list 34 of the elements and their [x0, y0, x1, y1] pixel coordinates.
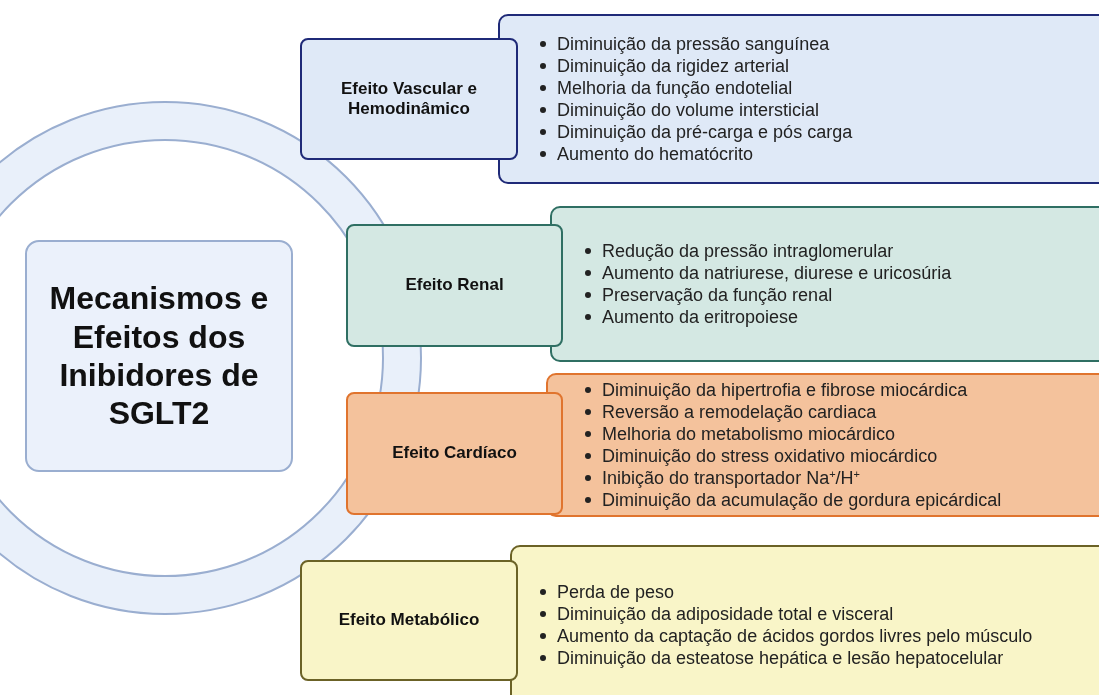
category-box [300, 38, 518, 160]
bullet-item: Diminuição da acumulação de gordura epicárdical [582, 489, 1099, 511]
title-text: Mecanismos e Efeitos dos Inibidores de SGLT2 [48, 279, 270, 433]
bullet-item: Diminuição da hipertrofia e fibrose miocárdica [582, 379, 1099, 401]
bullet-item: Diminuição da pré-carga e pós carga [537, 121, 1098, 143]
category-label: Efeito Metabólico [337, 610, 481, 631]
bullet-item: Diminuição do volume intersticial [537, 99, 1098, 121]
bullet-item: Aumento da natriurese, diurese e uricosúria [582, 262, 1099, 284]
bullet-item: Diminuição da esteatose hepática e lesão hepatocelular [537, 647, 1099, 669]
bullet-item: Aumento da captação de ácidos gordos livres pelo músculo [537, 625, 1099, 647]
category-label: Efeito Vascular e Hemodinâmico [339, 78, 479, 120]
bullet-item: Perda de peso [537, 581, 1099, 603]
list-panel [498, 14, 1099, 184]
category-box [346, 392, 563, 515]
list-panel [546, 373, 1099, 517]
bullet-item: Reversão a remodelação cardiaca [582, 401, 1099, 423]
bullet-item: Aumento da eritropoiese [582, 306, 1099, 328]
bullet-item: Diminuição da adiposidade total e visceral [537, 603, 1099, 625]
category-label: Efeito Cardíaco [391, 443, 518, 464]
bullet-item: Diminuição da pressão sanguínea [537, 33, 1098, 55]
bullet-item: Melhoria da função endotelial [537, 77, 1098, 99]
bullet-item: Preservação da função renal [582, 284, 1099, 306]
bullet-item: Inibição do transportador Na$^{+}$/H$^{+}$ [582, 467, 1099, 489]
category-box [346, 224, 563, 347]
category-box [300, 560, 518, 681]
bullet-item: Melhoria do metabolismo miocárdico [582, 423, 1099, 445]
bullet-item: Aumento do hematócrito [537, 143, 1098, 165]
title-box [25, 240, 293, 472]
bullet-item: Diminuição do stress oxidativo miocárdico [582, 445, 1099, 467]
list-panel [550, 206, 1099, 362]
category-label: Efeito Renal [404, 275, 505, 296]
bullet-item: Diminuição da rigidez arterial [537, 55, 1098, 77]
list-panel [510, 545, 1099, 695]
bullet-item: Redução da pressão intraglomerular [582, 240, 1099, 262]
